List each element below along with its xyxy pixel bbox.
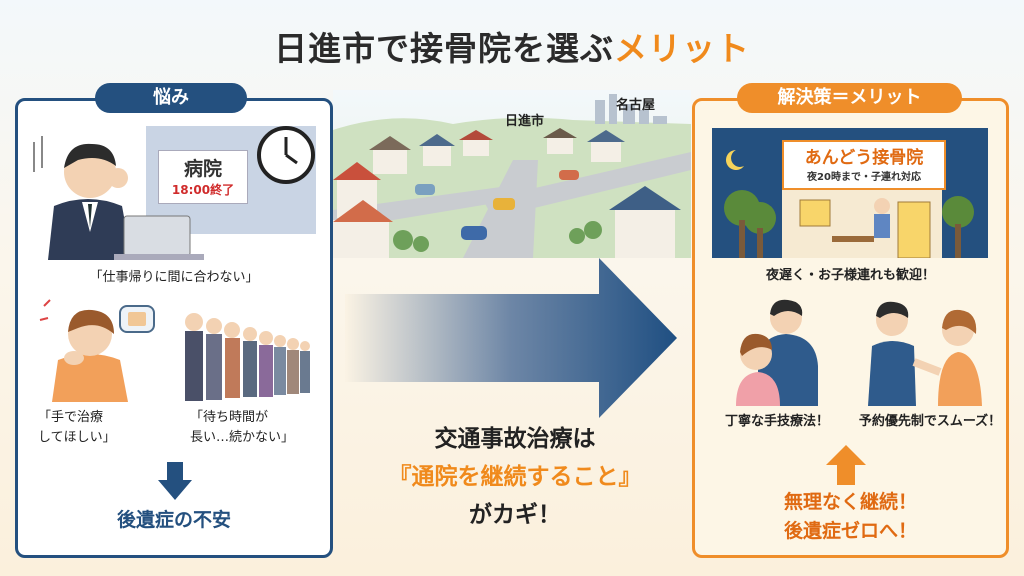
massage-illustration xyxy=(736,299,818,406)
neck-pain-illustration xyxy=(39,299,155,402)
clinic-signboard: あんどう接骨院 夜20時まで・子連れ対応 xyxy=(782,140,946,190)
consultation-illustration xyxy=(868,301,982,406)
hospital-name: 病院 xyxy=(183,158,222,180)
label-nisshin: 日進市 xyxy=(505,114,545,129)
quote-waiting-time: 「待ち時間が 長い…続かない」 xyxy=(190,408,330,448)
arrow-down-icon xyxy=(158,462,192,500)
title-main: 日進市で接骨院を選ぶ xyxy=(274,29,614,68)
hospital-sign: 病院 18:00終了 xyxy=(158,150,248,204)
anxiety-label: 後遺症の不安 xyxy=(116,509,231,531)
nisshin-town-illustration xyxy=(333,90,691,258)
page-title: 日進市で接骨院を選ぶメリット xyxy=(0,22,1024,70)
solution-tag: 解決策＝メリット xyxy=(737,83,962,113)
arrow-right-icon xyxy=(345,258,677,418)
clinic-name: あんどう接骨院 xyxy=(804,148,924,168)
title-accent: メリット xyxy=(614,29,750,68)
center-line3: がカギ！ xyxy=(469,502,561,528)
quote-waiting-line2: 長い…続かない」 xyxy=(190,430,295,445)
clock-icon xyxy=(257,126,315,184)
tired-worker-illustration xyxy=(33,136,204,260)
quote-manual-line2: してほしい」 xyxy=(38,430,116,445)
quote-after-work: 「仕事帰りに間に合わない」 xyxy=(89,270,259,285)
result-line2: 後遺症ゼロへ！ xyxy=(783,520,917,542)
result-message: 無理なく継続！ 後遺症ゼロへ！ xyxy=(692,488,1009,546)
label-nagoya: 名古屋 xyxy=(616,98,656,113)
quote-waiting-line1: 「待ち時間が xyxy=(190,410,269,425)
caption-manual-therapy: 丁寧な手技療法！ xyxy=(724,414,829,429)
clinic-hours: 夜20時まで・子連れ対応 xyxy=(807,172,921,183)
caption-night-kids: 夜遅く・お子様連れも歓迎！ xyxy=(765,268,935,283)
center-line2: 『通院を継続すること』 xyxy=(388,464,642,490)
center-line1: 交通事故治療は xyxy=(434,426,596,452)
quote-manual-line1: 「手で治療 xyxy=(38,410,104,425)
hospital-hours: 18:00終了 xyxy=(171,183,235,197)
center-message: 交通事故治療は 『通院を継続すること』 がカギ！ xyxy=(340,420,690,534)
caption-reservation: 予約優先制でスムーズ！ xyxy=(858,414,1002,429)
arrow-up-icon xyxy=(826,445,866,485)
quote-manual-treatment: 「手で治療 してほしい」 xyxy=(38,408,158,448)
waiting-line-illustration xyxy=(185,313,310,401)
worries-tag: 悩み xyxy=(95,83,247,113)
result-line1: 無理なく継続！ xyxy=(783,491,917,513)
